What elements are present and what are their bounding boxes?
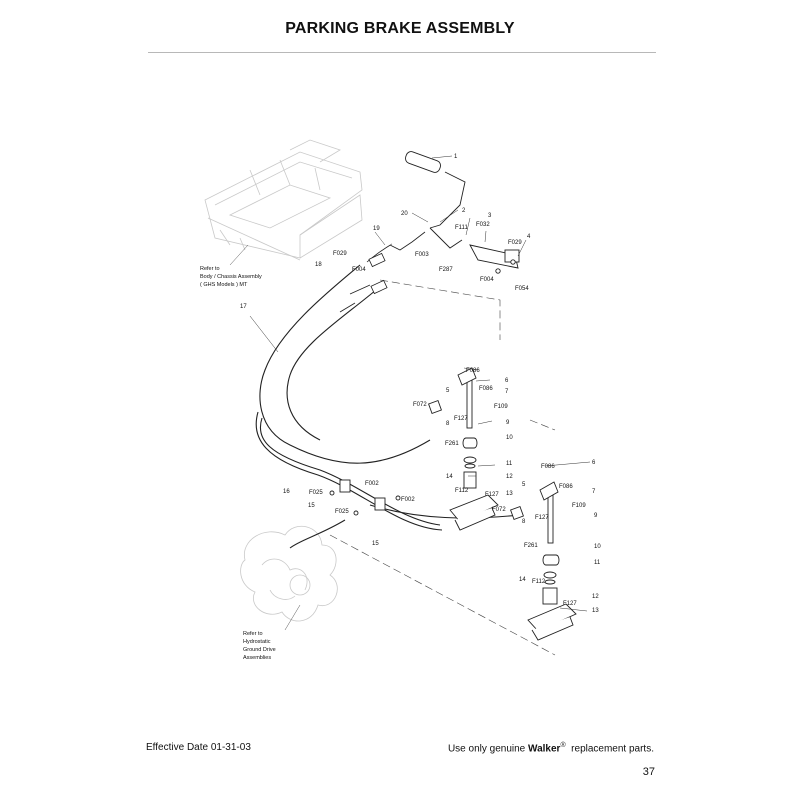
- callout-f032: F032: [476, 222, 490, 228]
- callout-14b: 14: [519, 577, 526, 583]
- callout-f261a: F261: [445, 441, 459, 447]
- brake-handle: [404, 151, 520, 274]
- callout-5a: 5: [446, 388, 450, 394]
- registered-mark: ®: [560, 742, 566, 749]
- callout-f003: F003: [415, 252, 429, 258]
- callout-f086c: F086: [541, 464, 555, 470]
- callout-f072a: F072: [413, 402, 427, 408]
- callout-f002b: F002: [401, 497, 415, 503]
- svg-text:Refer to: Refer to: [200, 266, 220, 272]
- callout-f086b: F086: [479, 386, 493, 392]
- callout-f109a: F109: [494, 404, 508, 410]
- callout-19: 19: [373, 226, 380, 232]
- title-rule: [148, 52, 656, 53]
- callout-12b: 12: [592, 594, 599, 600]
- callout-9b: 9: [594, 513, 598, 519]
- callout-f127d: F127: [563, 601, 577, 607]
- svg-text:Hydrostatic: Hydrostatic: [243, 639, 271, 645]
- effective-date: Effective Date 01-31-03: [146, 742, 251, 753]
- callout-f029b: F029: [333, 251, 347, 257]
- callout-17: 17: [240, 304, 247, 310]
- svg-text:( GHS Models ) MT: ( GHS Models ) MT: [200, 282, 248, 288]
- drive-reference-note: Refer to Hydrostatic Ground Drive Assemb…: [243, 631, 276, 661]
- cable-spring: [339, 231, 426, 313]
- callout-f086d: F086: [559, 484, 573, 490]
- brand-name: Walker: [528, 743, 561, 755]
- callout-f287: F287: [439, 267, 453, 273]
- genuine-parts-notice: Use only genuine Walker® replacement par…: [447, 742, 654, 755]
- callout-3: 3: [488, 213, 492, 219]
- callout-7b: 7: [592, 489, 596, 495]
- callout-f261b: F261: [524, 543, 538, 549]
- callout-14a: 14: [446, 474, 453, 480]
- callout-f025b: F025: [335, 509, 349, 515]
- callout-f002a: F002: [365, 481, 379, 487]
- callout-1: 1: [454, 154, 458, 160]
- callout-10a: 10: [506, 435, 513, 441]
- svg-text:Assemblies: Assemblies: [243, 655, 271, 661]
- callout-20: 20: [401, 211, 408, 217]
- callout-f029a: F029: [508, 240, 522, 246]
- lower-pivot-assembly: [510, 481, 577, 641]
- callout-8b: 8: [522, 519, 526, 525]
- callout-6b: 6: [592, 460, 596, 466]
- callout-6a: 6: [505, 378, 509, 384]
- callout-labels: 1 2 3 4 20 19 18 17 F111 F032 F029 F029 …: [240, 154, 601, 614]
- callout-f072b: F072: [492, 507, 506, 513]
- body-reference-note: Refer to Body / Chassis Assembly ( GHS M…: [200, 266, 262, 288]
- callout-9a: 9: [506, 420, 510, 426]
- callout-13b: 13: [592, 608, 599, 614]
- callout-f112a: F112: [455, 488, 469, 494]
- callout-f004b: F004: [480, 277, 494, 283]
- callout-f025a: F025: [309, 490, 323, 496]
- callout-2: 2: [462, 208, 466, 214]
- page-title: PARKING BRAKE ASSEMBLY: [285, 20, 515, 37]
- callout-10b: 10: [594, 544, 601, 550]
- callout-5b: 5: [522, 482, 526, 488]
- callout-f127b: F127: [485, 492, 499, 498]
- upper-pivot-assembly: [428, 367, 499, 531]
- callout-f127c: F127: [535, 515, 549, 521]
- leader-lines: [249, 155, 591, 612]
- callout-15a: 15: [308, 503, 315, 509]
- callout-f111: F111: [455, 225, 468, 231]
- callout-16: 16: [283, 489, 290, 495]
- callout-7a: 7: [505, 389, 509, 395]
- cables: [255, 264, 521, 549]
- callout-f127a: F127: [454, 416, 468, 422]
- callout-f054: F054: [515, 286, 529, 292]
- page-number: 37: [642, 766, 655, 778]
- callout-18: 18: [315, 262, 322, 268]
- callout-f109b: F109: [572, 503, 586, 509]
- drive-outline: [240, 525, 338, 622]
- callout-11a: 11: [506, 461, 513, 467]
- callout-13a: 13: [506, 491, 513, 497]
- callout-4: 4: [527, 234, 531, 240]
- callout-f086a: F086: [466, 368, 480, 374]
- callout-11b: 11: [594, 560, 601, 566]
- callout-12a: 12: [506, 474, 513, 480]
- svg-text:Ground Drive: Ground Drive: [243, 647, 276, 653]
- chassis-outline: [204, 139, 363, 261]
- callout-8a: 8: [446, 421, 450, 427]
- svg-text:Refer to: Refer to: [243, 631, 263, 637]
- cable-clamps: [329, 479, 401, 516]
- callout-15b: 15: [372, 541, 379, 547]
- callout-f004a: F004: [352, 267, 366, 273]
- callout-f112b: F112: [532, 579, 546, 585]
- svg-text:Body / Chassis Assembly: Body / Chassis Assembly: [200, 274, 262, 280]
